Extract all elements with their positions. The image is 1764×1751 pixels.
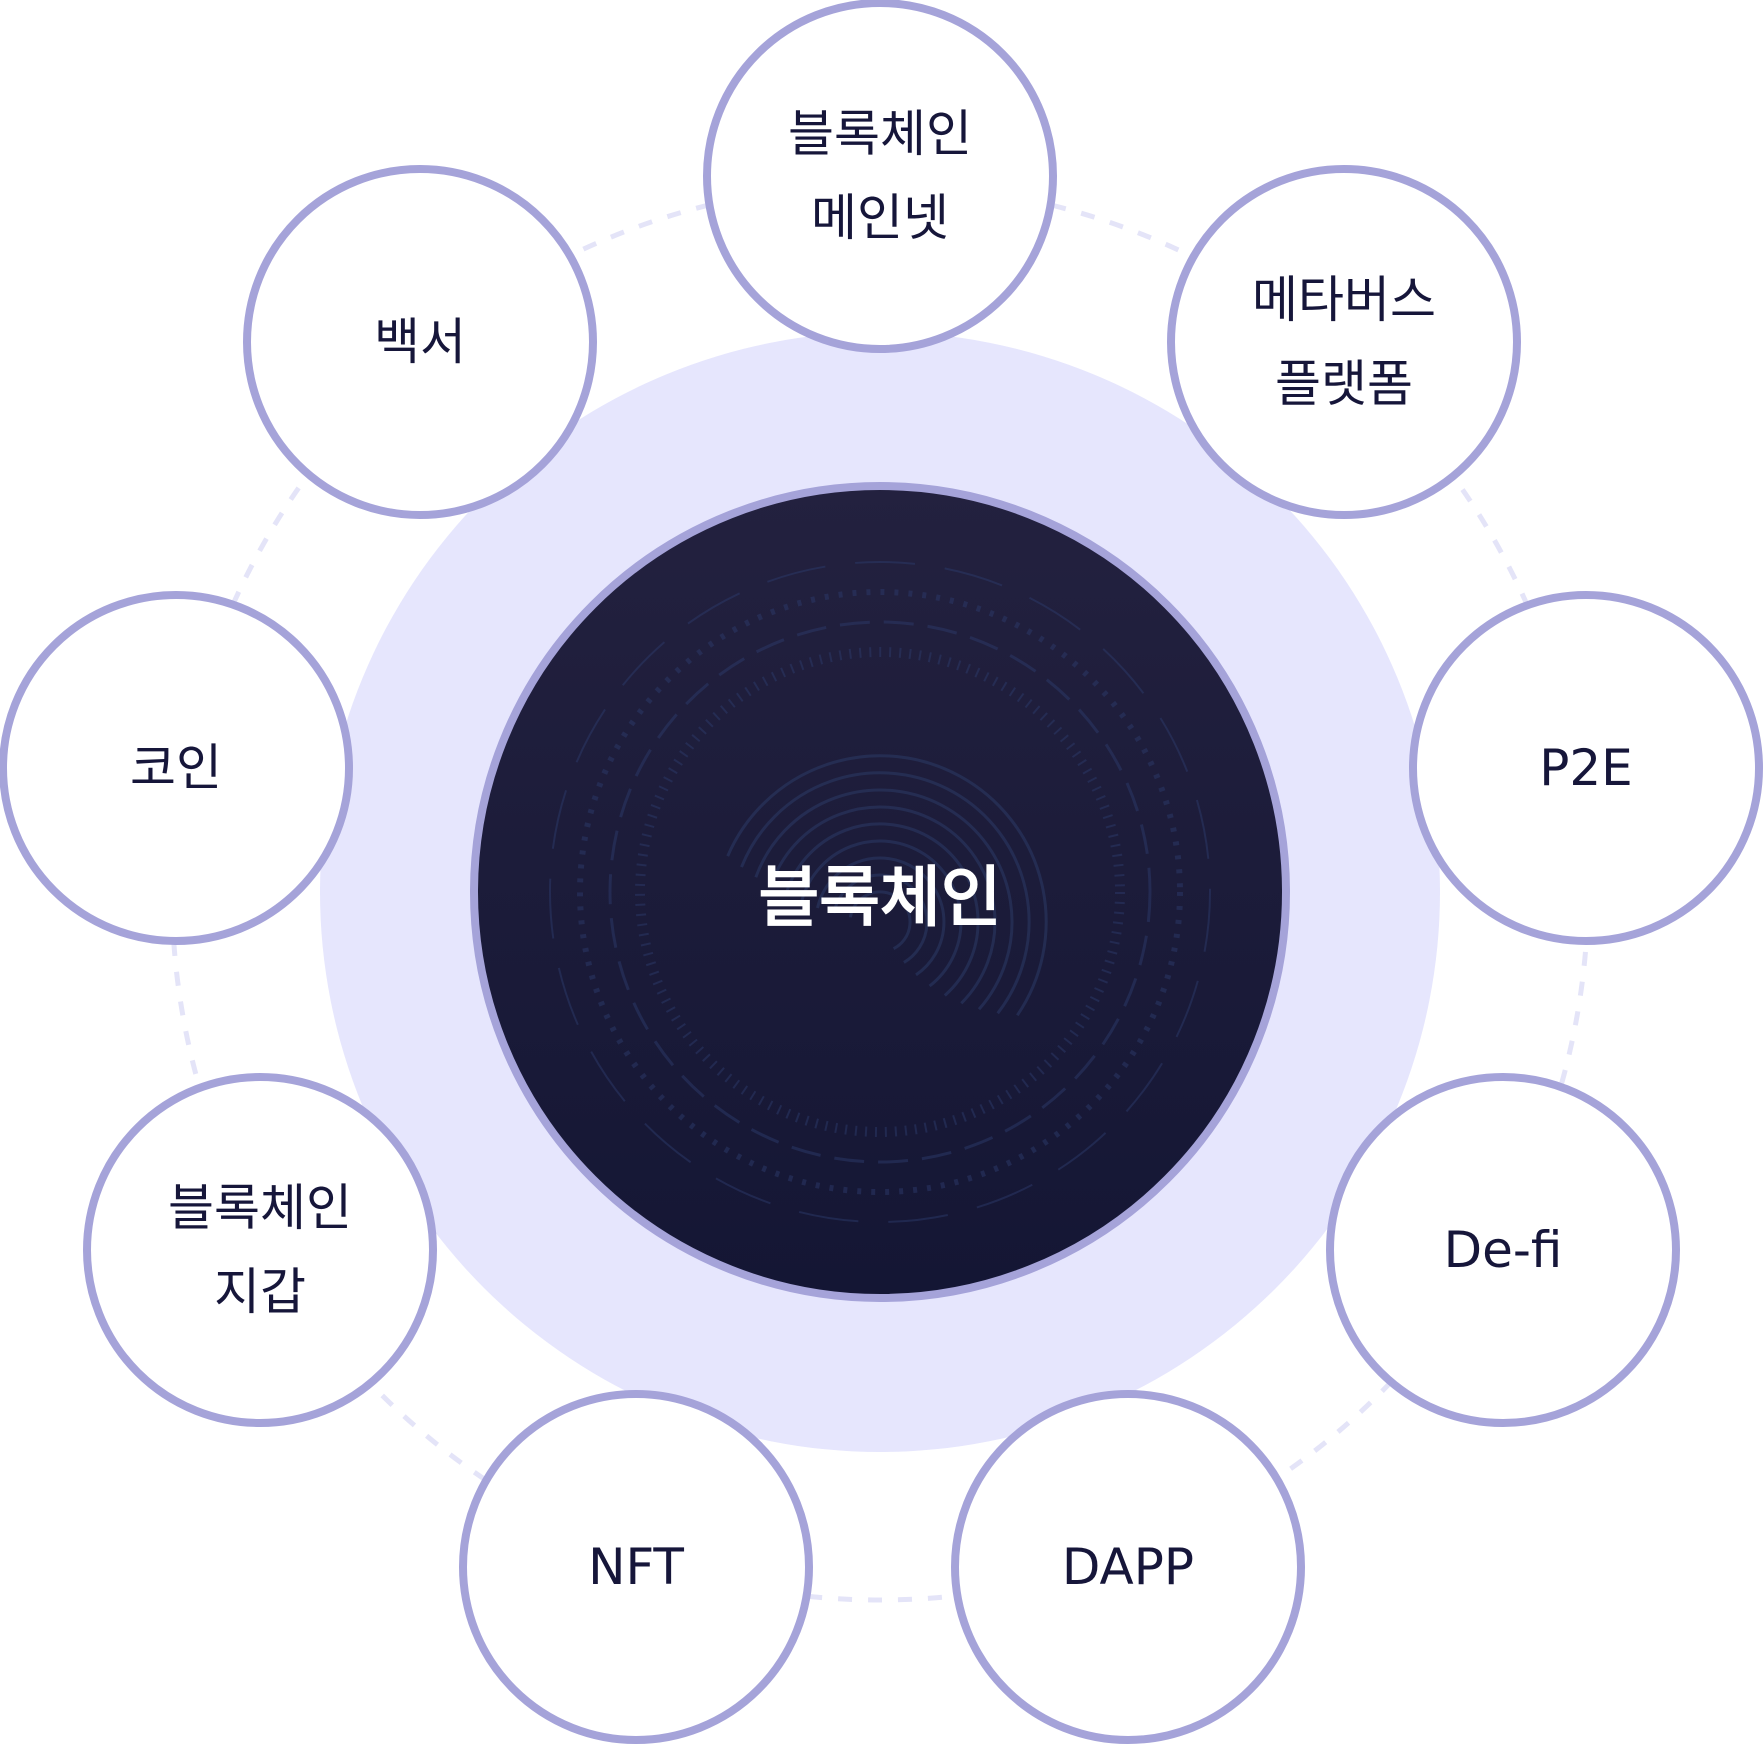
node-label-line: De-fi	[1443, 1221, 1563, 1279]
node-label-line: NFT	[588, 1538, 684, 1596]
center-label-blockchain: 블록체인	[758, 859, 1002, 936]
tech-ring	[635, 647, 1125, 1137]
tech-circuit-decoration	[549, 561, 1211, 1223]
node-label-line: 플랫폼	[1275, 355, 1413, 413]
node-label-line: P2E	[1539, 739, 1633, 797]
node-label-line: 지갑	[214, 1263, 306, 1321]
fingerprint-icon	[726, 754, 1048, 1017]
node-label-line: 코인	[130, 739, 222, 797]
node-circle-whitepaper	[243, 165, 597, 519]
tech-ring	[577, 589, 1183, 1195]
node-circle-coin	[0, 591, 353, 945]
fingerprint-ridge	[800, 839, 963, 988]
node-label-p2e: P2E	[1539, 726, 1633, 810]
tech-ring	[549, 561, 1211, 1223]
node-circle-dapp	[951, 1390, 1305, 1744]
node-circle-nft	[459, 1390, 813, 1744]
fingerprint-ridge	[832, 873, 929, 964]
fingerprint-ridge	[816, 856, 946, 977]
node-label-nft: NFT	[588, 1525, 684, 1609]
fingerprint-ridge	[754, 788, 1014, 1011]
node-label-dapp: DAPP	[1062, 1525, 1194, 1609]
fingerprint-ridge	[784, 822, 980, 997]
node-circle-p2e	[1409, 591, 1763, 945]
node-circle-mainnet	[703, 0, 1057, 353]
node-circle-metaverse	[1167, 165, 1521, 519]
fingerprint-ridge	[740, 771, 1031, 1015]
node-label-line: DAPP	[1061, 1538, 1195, 1596]
node-label-line: 백서	[374, 313, 466, 371]
node-label-line: 메인넷	[811, 189, 949, 247]
node-label-line: 블록체인	[788, 105, 972, 163]
fingerprint-ridge	[769, 805, 997, 1005]
fingerprint-ridge	[726, 754, 1048, 1017]
tech-ring	[608, 620, 1152, 1164]
node-circle-defi	[1326, 1073, 1680, 1427]
node-label-line: 메타버스	[1252, 271, 1436, 329]
node-label-line: 블록체인	[168, 1179, 352, 1237]
node-label-whitepaper: 백서	[374, 300, 466, 384]
fingerprint-ridge	[848, 890, 912, 951]
node-circle-wallet	[83, 1073, 437, 1427]
node-label-coin: 코인	[130, 726, 222, 810]
node-label-defi: De-fi	[1444, 1208, 1563, 1292]
